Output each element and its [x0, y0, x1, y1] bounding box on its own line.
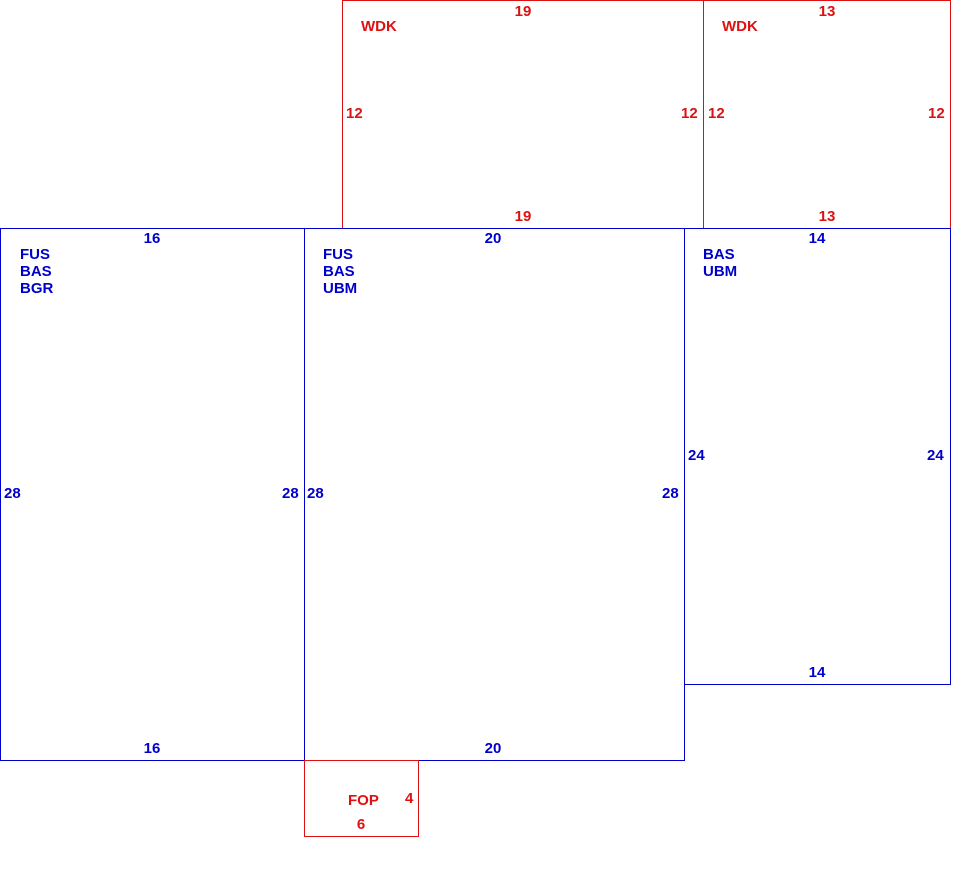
dim-top: 14 [808, 230, 826, 247]
dim-bottom: 6 [356, 816, 366, 833]
dim-top: 13 [818, 3, 836, 20]
area-codes: WDK [722, 18, 758, 35]
area-main-1: FUS BAS BGR 16 16 28 28 [0, 228, 305, 761]
dim-left: 28 [307, 485, 324, 502]
area-wdk-1: WDK 19 19 12 12 [342, 0, 704, 229]
area-code: BAS [20, 263, 52, 280]
area-main-3: BAS UBM 14 14 24 24 [684, 228, 951, 685]
dim-bottom: 20 [484, 740, 502, 757]
dim-right: 24 [927, 447, 944, 464]
area-wdk-2: WDK 13 13 12 12 [703, 0, 951, 229]
dim-left: 24 [688, 447, 705, 464]
area-code: WDK [361, 18, 397, 35]
area-code: FUS [20, 246, 50, 263]
dim-right: 28 [282, 485, 299, 502]
dim-right: 12 [681, 105, 698, 122]
area-code: FOP [348, 792, 379, 809]
dim-bottom: 16 [143, 740, 161, 757]
dim-top: 19 [514, 3, 532, 20]
dim-top: 16 [143, 230, 161, 247]
area-codes: FUS BAS BGR [20, 246, 53, 297]
area-code: UBM [703, 263, 738, 280]
area-main-2: FUS BAS UBM 20 20 28 28 [304, 228, 685, 761]
area-code: FUS [323, 246, 353, 263]
dim-left: 28 [4, 485, 21, 502]
area-codes: FUS BAS UBM [323, 246, 357, 297]
dim-bottom: 13 [818, 208, 836, 225]
dim-bottom: 19 [514, 208, 532, 225]
dim-left: 12 [708, 105, 725, 122]
area-codes: BAS UBM [703, 246, 737, 280]
area-code: BAS [703, 246, 735, 263]
area-codes: WDK [361, 18, 397, 35]
area-code: BAS [323, 263, 355, 280]
dim-right: 4 [405, 790, 414, 807]
area-fop: FOP 4 6 [304, 760, 419, 837]
area-code: UBM [323, 280, 358, 297]
dim-left: 12 [346, 105, 363, 122]
dim-right: 28 [662, 485, 679, 502]
dim-right: 12 [928, 105, 945, 122]
area-code: WDK [722, 18, 758, 35]
dim-top: 20 [484, 230, 502, 247]
area-codes: FOP [348, 792, 379, 809]
dim-bottom: 14 [808, 664, 826, 681]
area-code: BGR [20, 280, 54, 297]
